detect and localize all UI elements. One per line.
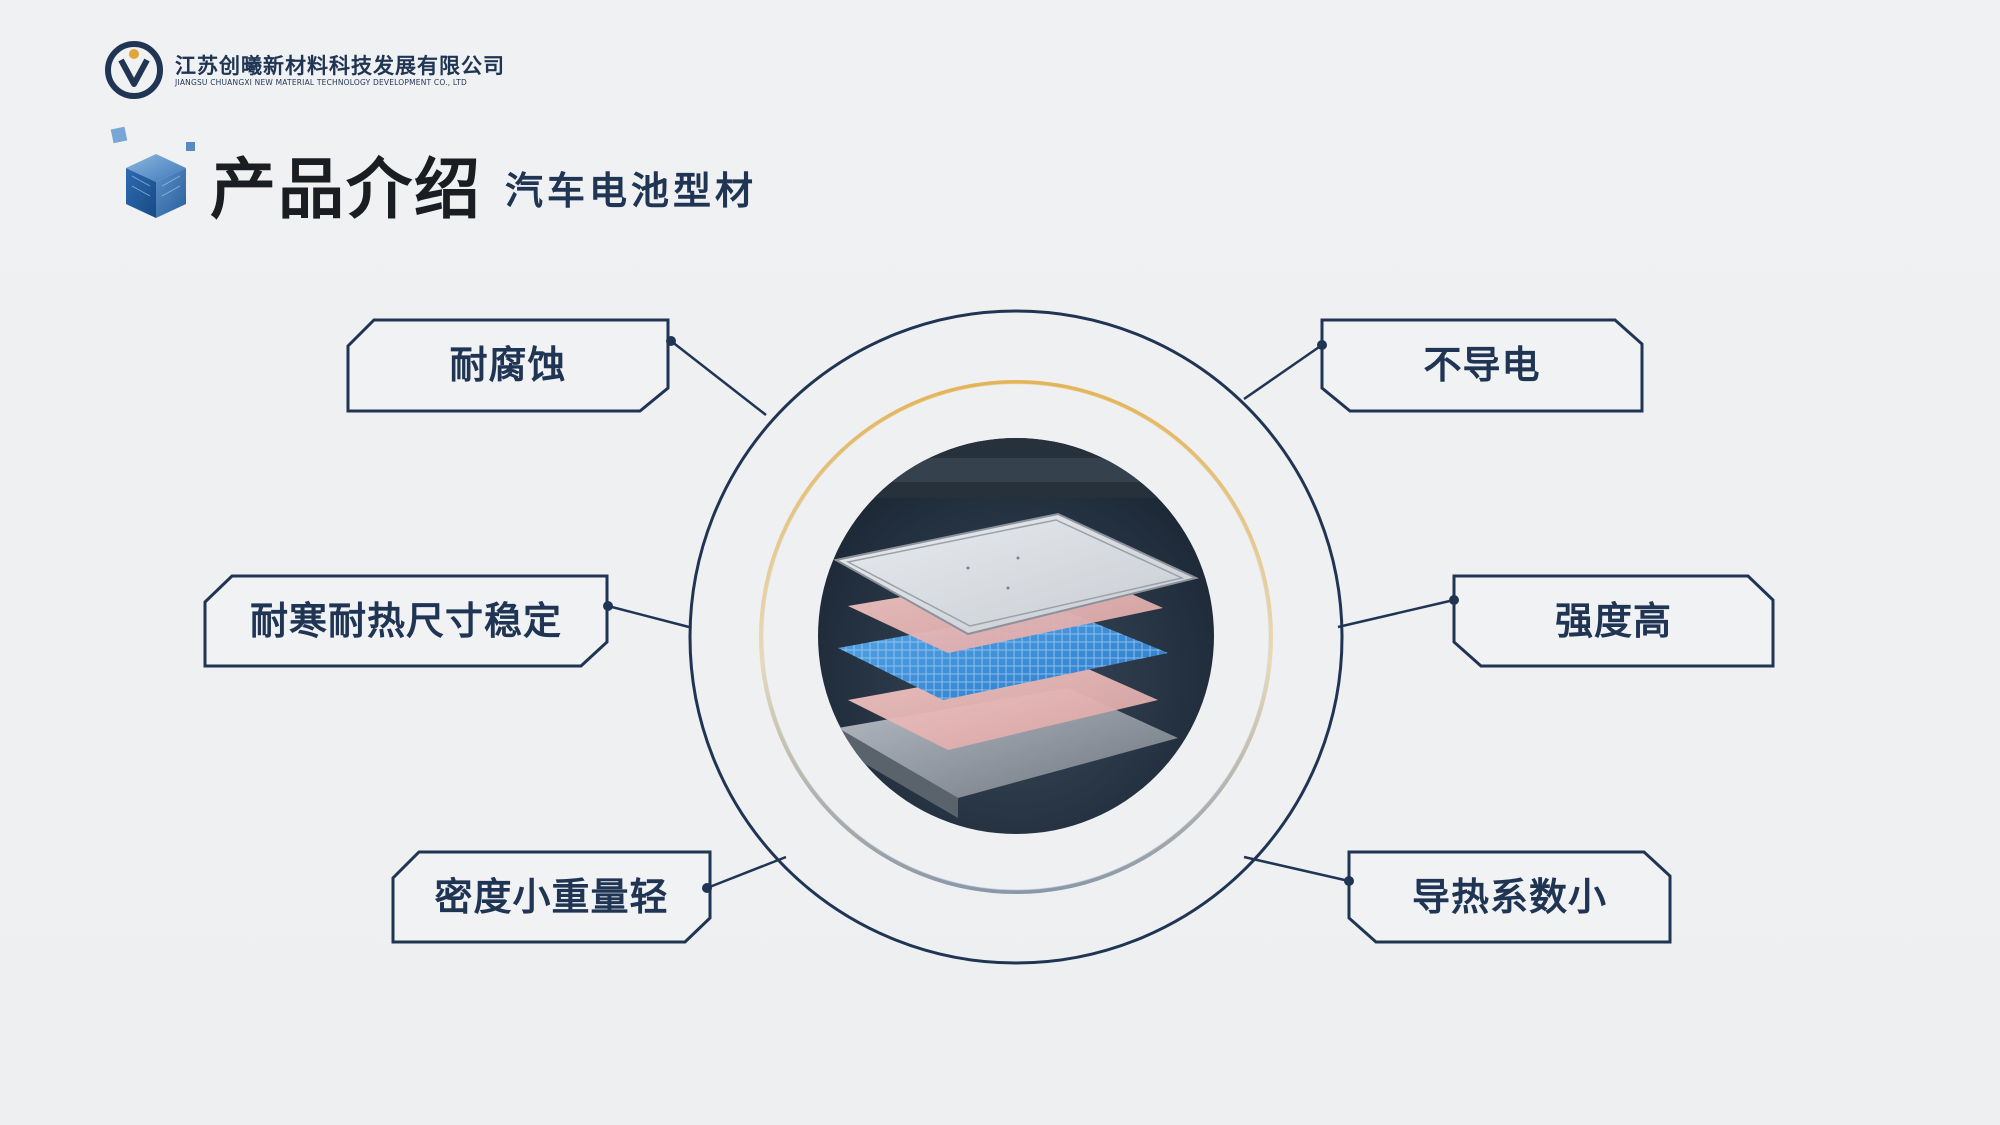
page-subtitle: 汽车电池型材 <box>505 169 758 213</box>
feature-box-3 <box>203 574 609 668</box>
feature-label-3: 耐寒耐热尺寸稳定 <box>249 599 562 643</box>
battery-pack-illustration <box>818 438 1214 834</box>
connector-line-3 <box>607 604 690 629</box>
feature-box-5 <box>391 850 712 944</box>
feature-box-2 <box>1320 318 1644 413</box>
feature-label-4: 强度高 <box>1554 599 1672 643</box>
connector-line-6 <box>1243 855 1350 883</box>
feature-label-5: 密度小重量轻 <box>434 875 669 919</box>
inner-ring-gold <box>759 380 1273 894</box>
connector-dot-3 <box>603 601 613 611</box>
feature-label-6: 导热系数小 <box>1411 875 1607 919</box>
cube-icon <box>110 126 195 218</box>
connector-line-5 <box>706 855 787 890</box>
feature-box-1 <box>346 318 670 413</box>
connector-dot-1 <box>666 336 676 346</box>
battery-layers-icon <box>818 438 1214 818</box>
connector-dot-2 <box>1317 340 1327 350</box>
page-title: 产品介绍 <box>210 151 482 228</box>
connector-dot-6 <box>1344 876 1354 886</box>
connector-dot-4 <box>1449 595 1459 605</box>
inner-ring-faint <box>762 383 1270 891</box>
feature-box-4 <box>1452 574 1775 668</box>
company-name: 江苏创曦新材料科技发展有限公司 <box>175 54 505 78</box>
connector-line-2 <box>1243 343 1323 401</box>
feature-label-2: 不导电 <box>1423 343 1541 387</box>
connector-dot-5 <box>702 883 712 893</box>
feature-box-6 <box>1347 850 1672 944</box>
connector-line-1 <box>670 340 767 416</box>
feature-label-1: 耐腐蚀 <box>449 343 567 387</box>
connector-line-4 <box>1337 598 1455 629</box>
company-name-en: JIANGSU CHUANGXI NEW MATERIAL TECHNOLOGY… <box>175 78 467 87</box>
company-logo-icon <box>105 41 163 99</box>
outer-ring <box>688 309 1344 965</box>
